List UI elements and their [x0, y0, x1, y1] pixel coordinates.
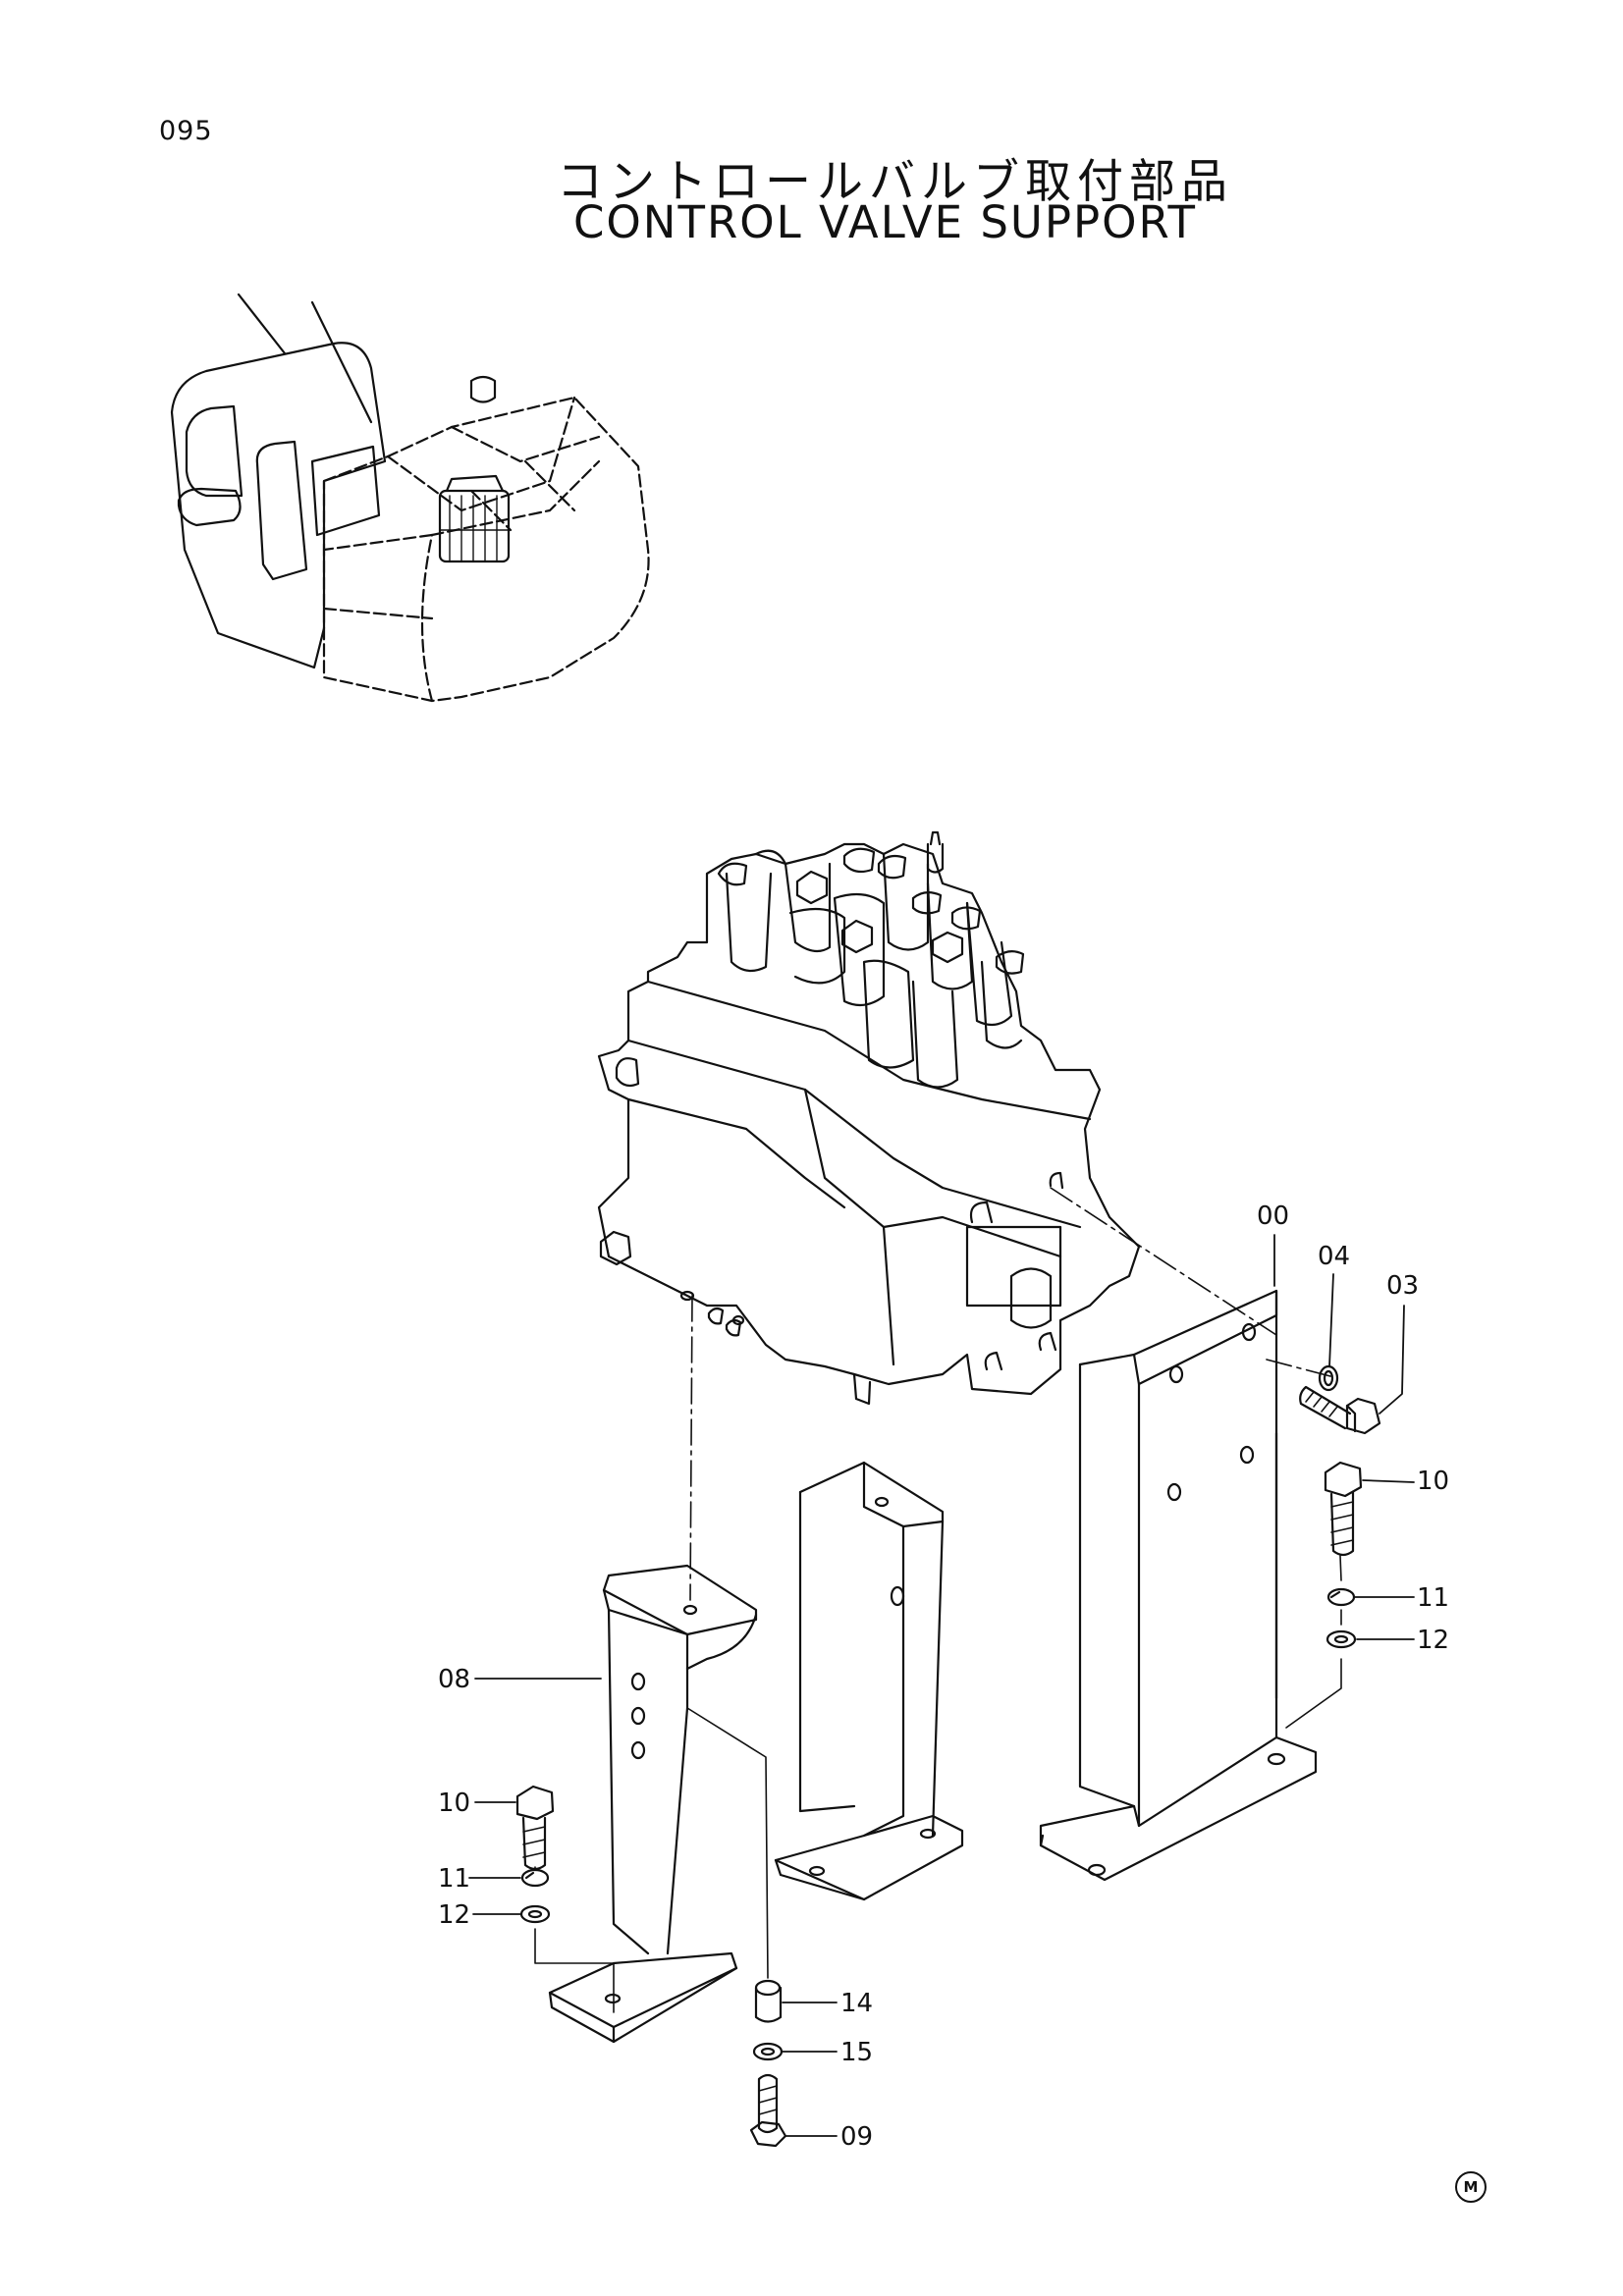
callout-11-right: 11 [1417, 1583, 1449, 1613]
callout-08: 08 [438, 1665, 470, 1694]
title-english: CONTROL VALVE SUPPORT [572, 196, 1198, 248]
callout-10-right: 10 [1417, 1467, 1449, 1496]
control-valve [597, 830, 1141, 1406]
callout-03: 03 [1386, 1271, 1419, 1301]
title-japanese: コントロールバルブ取付部品 [557, 155, 1233, 209]
excavator-location-illustration [170, 293, 650, 703]
manufacturer-mark: M [1455, 2171, 1487, 2203]
callout-14: 14 [840, 1989, 873, 2018]
support-bracket-right [1039, 1289, 1318, 1882]
callout-00: 00 [1257, 1201, 1289, 1231]
callout-11-left: 11 [438, 1864, 470, 1894]
callout-04: 04 [1318, 1242, 1350, 1271]
callout-09: 09 [840, 2122, 873, 2152]
callouts: 00 04 03 10 11 12 08 10 11 12 14 15 09 [438, 1201, 1449, 2152]
support-legs [548, 1461, 964, 2044]
callout-12-left: 12 [438, 1900, 470, 1930]
leader-lines [468, 1234, 1415, 2137]
page-number: 095 [159, 116, 213, 146]
callout-10-left: 10 [438, 1789, 470, 1818]
callout-12-right: 12 [1417, 1626, 1449, 1655]
assembly-lines [534, 1187, 1342, 1871]
hardware [515, 1364, 1381, 2148]
assembly-guide-lines [534, 1658, 1342, 2013]
callout-15: 15 [840, 2038, 873, 2067]
